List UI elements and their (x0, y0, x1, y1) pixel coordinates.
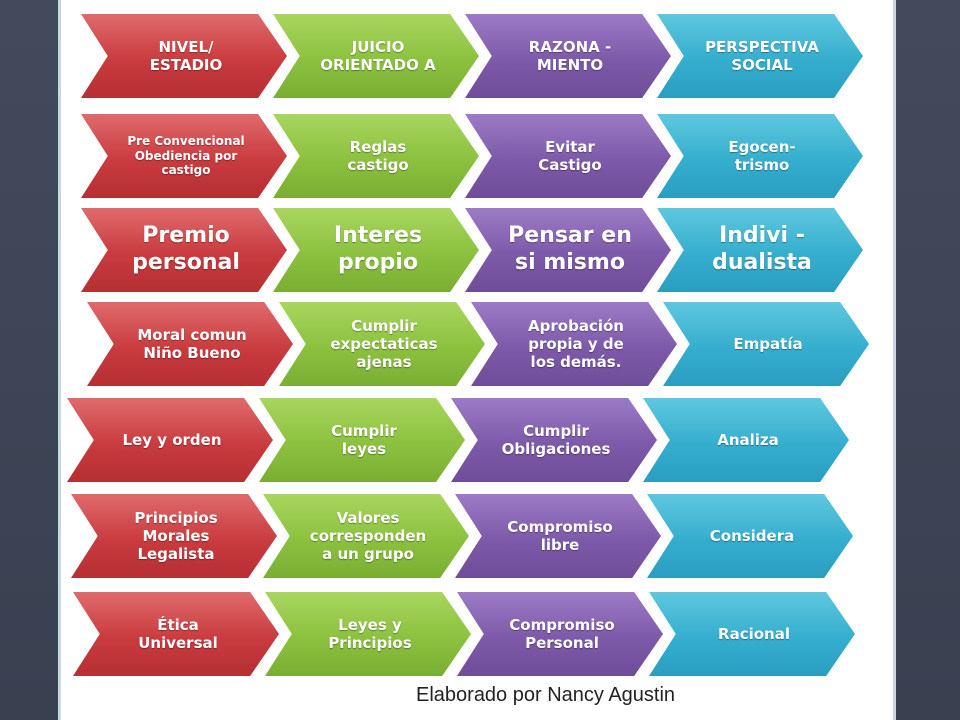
stage-row: Premio personal Interes propio Pensar en… (81, 208, 881, 292)
header-razonamiento: RAZONA - MIENTO (465, 14, 671, 98)
slide-background-left (0, 0, 58, 720)
social-perspective-cell: Indivi - dualista (657, 208, 863, 292)
reasoning-cell: Evitar Castigo (465, 114, 671, 198)
header-row: NIVEL/ ESTADIO JUICIO ORIENTADO A RAZONA… (81, 14, 881, 98)
diagram-panel: NIVEL/ ESTADIO JUICIO ORIENTADO A RAZONA… (58, 0, 896, 720)
header-nivel-estadio: NIVEL/ ESTADIO (81, 14, 287, 98)
reasoning-cell: Cumplir Obligaciones (451, 398, 657, 482)
stage-row: Principios Morales Legalista Valores cor… (71, 494, 871, 578)
social-perspective-cell: Analiza (643, 398, 849, 482)
social-perspective-cell: Empatía (663, 302, 869, 386)
reasoning-cell: Compromiso Personal (457, 592, 663, 676)
reasoning-cell: Aprobación propia y de los demás. (471, 302, 677, 386)
stage-level-cell: Ética Universal (73, 592, 279, 676)
social-perspective-cell: Considera (647, 494, 853, 578)
judgment-cell: Cumplir leyes (259, 398, 465, 482)
judgment-cell: Leyes y Principios (265, 592, 471, 676)
stage-level-cell: Pre Convencional Obediencia por castigo (81, 114, 287, 198)
stage-level-cell: Moral comun Niño Bueno (87, 302, 293, 386)
stage-level-cell: Ley y orden (67, 398, 273, 482)
slide-background-right (896, 0, 960, 720)
social-perspective-cell: Egocen- trismo (657, 114, 863, 198)
reasoning-cell: Compromiso libre (455, 494, 661, 578)
social-perspective-cell: Racional (649, 592, 855, 676)
author-credit: Elaborado por Nancy Agustin (416, 684, 676, 706)
judgment-cell: Interes propio (273, 208, 479, 292)
header-juicio-orientado: JUICIO ORIENTADO A (273, 14, 479, 98)
stage-row: Moral comun Niño Bueno Cumplir expectati… (87, 302, 887, 386)
stage-level-cell: Premio personal (81, 208, 287, 292)
stage-row: Ley y orden Cumplir leyes Cumplir Obliga… (67, 398, 867, 482)
reasoning-cell: Pensar en si mismo (465, 208, 671, 292)
stage-level-cell: Principios Morales Legalista (71, 494, 277, 578)
judgment-cell: Valores corresponden a un grupo (263, 494, 469, 578)
stage-row: Ética Universal Leyes y Principios Compr… (73, 592, 873, 676)
judgment-cell: Reglas castigo (273, 114, 479, 198)
header-perspectiva-social: PERSPECTIVA SOCIAL (657, 14, 863, 98)
stage-row: Pre Convencional Obediencia por castigo … (81, 114, 881, 198)
judgment-cell: Cumplir expectaticas ajenas (279, 302, 485, 386)
